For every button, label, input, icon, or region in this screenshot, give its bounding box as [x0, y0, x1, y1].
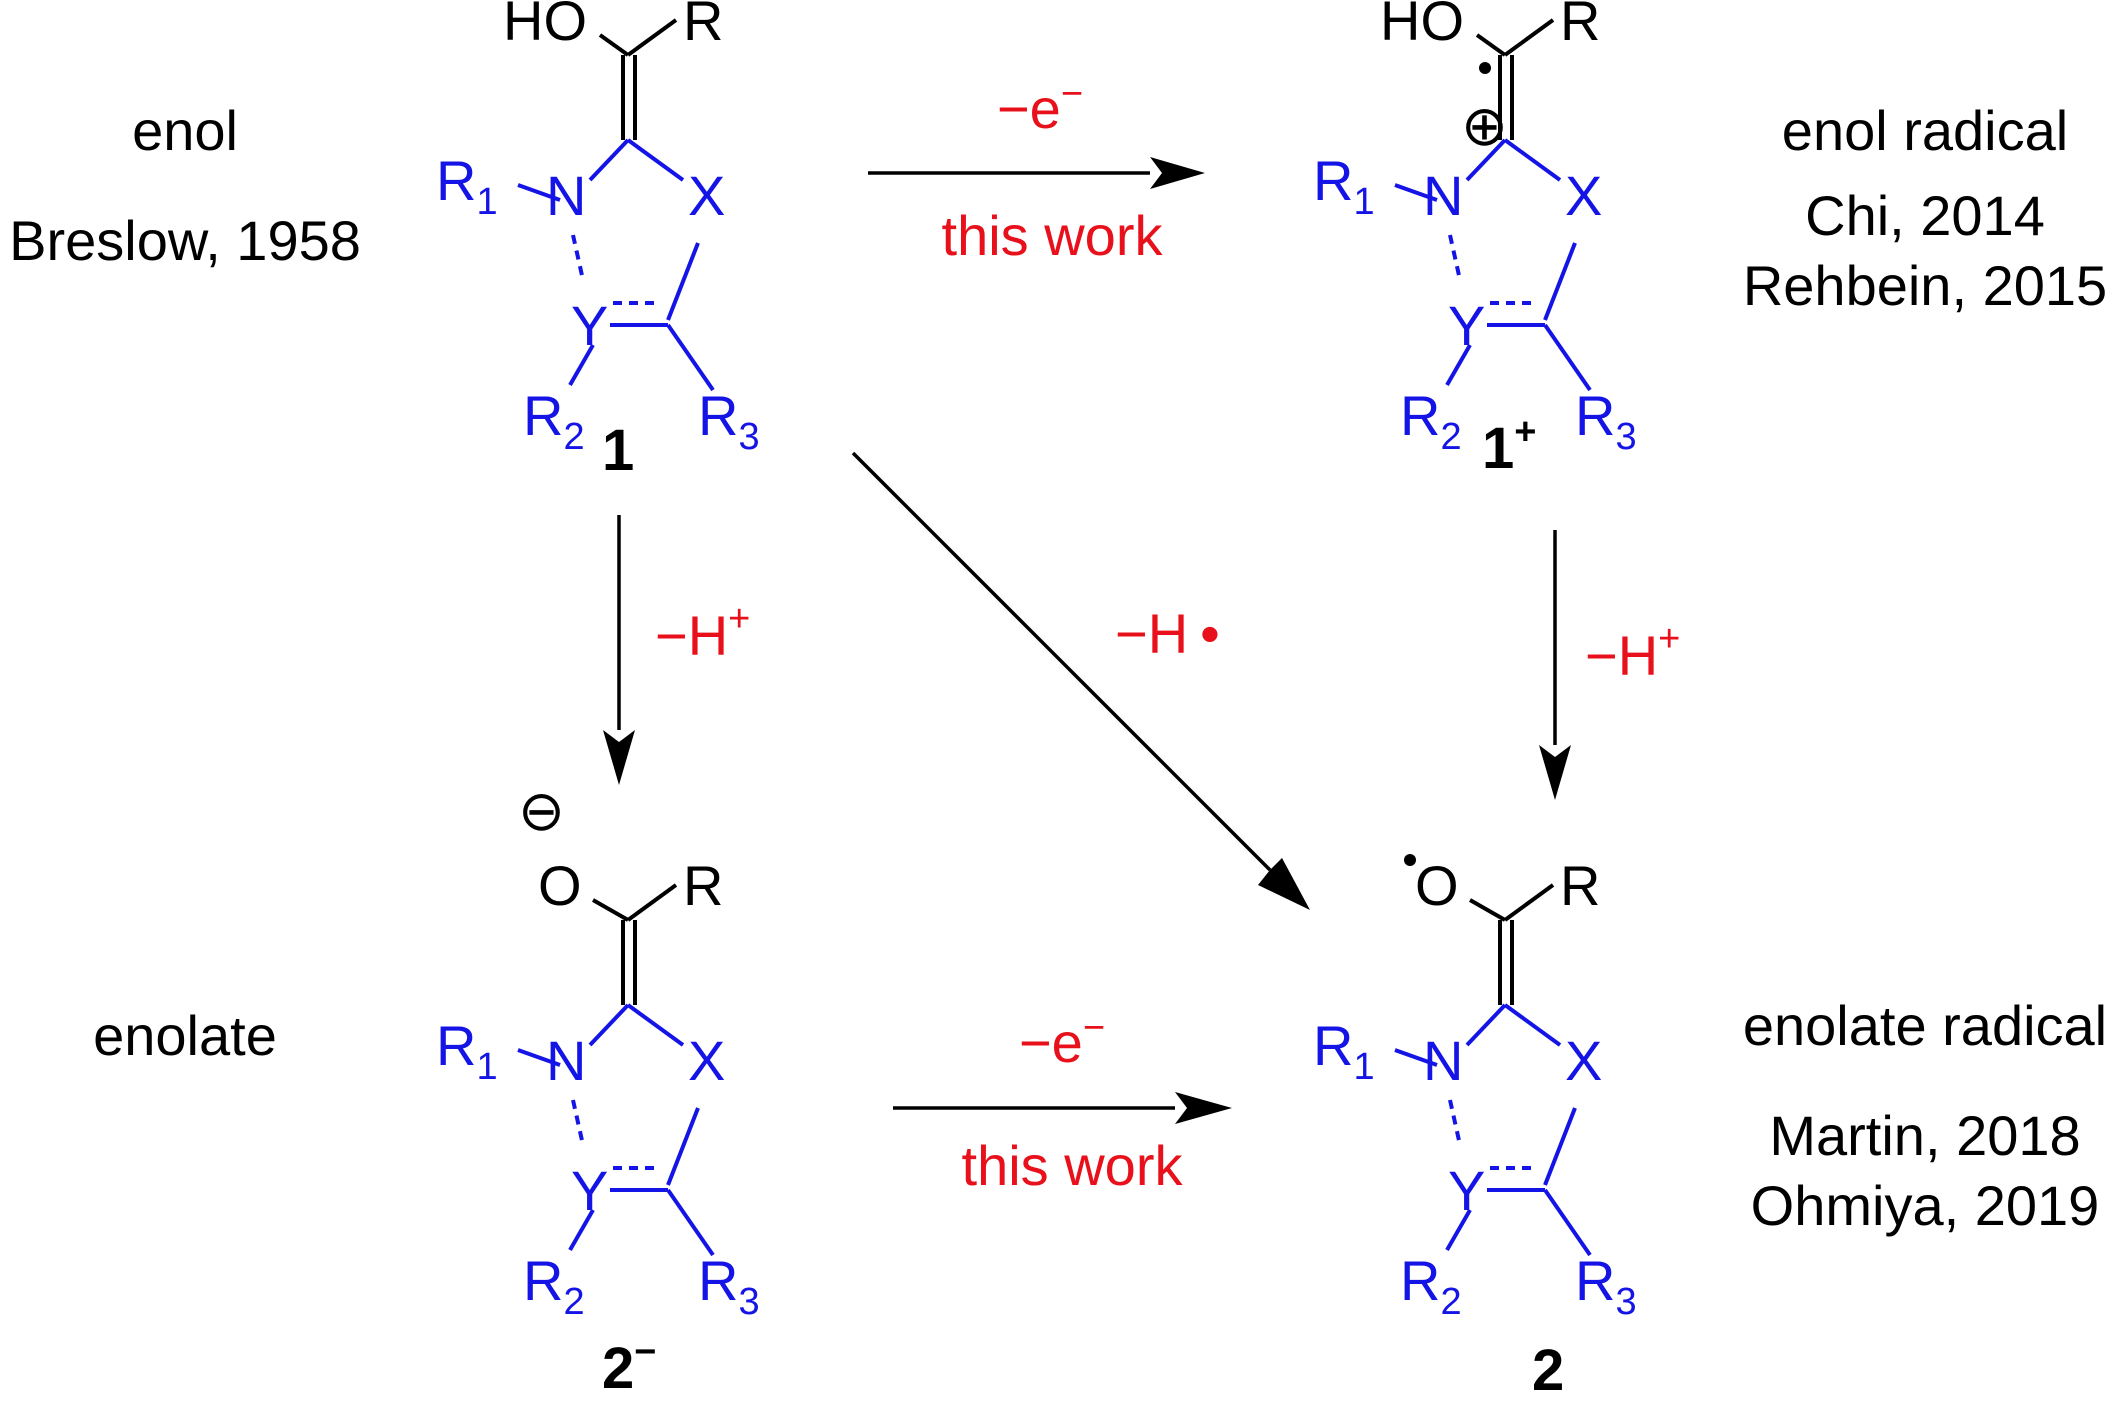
arrow-oxidation-bottom: −e− this work	[893, 1007, 1232, 1197]
x-atom: X	[1565, 164, 1602, 227]
r3-substituent: R3	[698, 1249, 760, 1323]
molecule-enol-radical: HO R ⊕ R1 N X Y R2 R3	[1313, 0, 1637, 458]
ref-rehbein: Rehbein, 2015	[1743, 254, 2107, 317]
arrow-hat-diagonal: −H•	[851, 451, 1310, 910]
radical-dot	[1479, 62, 1491, 74]
r2-substituent: R2	[523, 1249, 585, 1323]
r2-substituent: R2	[1400, 1249, 1462, 1323]
molecule-enol: HO R R1 N X Y R2 R3	[436, 0, 760, 458]
x-atom: X	[688, 164, 725, 227]
r3-substituent: R3	[698, 384, 760, 458]
r-group: R	[683, 0, 723, 52]
r1-substituent: R1	[1313, 1014, 1375, 1088]
hydroxyl-group: HO	[503, 0, 587, 52]
r3-substituent: R3	[1575, 384, 1637, 458]
molecule-enolate-radical: O R R1 N X Y R2 R3	[1313, 854, 1637, 1323]
arrow-deprotonation-right: −H+	[1539, 530, 1680, 800]
r2-substituent: R2	[1400, 384, 1462, 458]
ref-breslow: Breslow, 1958	[9, 209, 361, 272]
nitrogen-atom: N	[546, 164, 586, 227]
r-group: R	[1560, 854, 1600, 917]
compound-number-1: 1	[602, 418, 634, 483]
label-enolate-radical: enolate radical	[1743, 994, 2107, 1057]
r2-substituent: R2	[523, 384, 585, 458]
r1-substituent: R1	[1313, 149, 1375, 223]
label-enol-radical: enol radical	[1782, 99, 2068, 162]
note-top: this work	[942, 204, 1164, 267]
r-group: R	[1560, 0, 1600, 52]
r1-substituent: R1	[436, 1014, 498, 1088]
label-enolate: enolate	[93, 1004, 277, 1067]
arrow-oxidation-top: −e− this work	[868, 73, 1205, 267]
molecule-enolate: ⊖ O R R1 N X Y R2 R3	[436, 779, 760, 1323]
reagent-top: −e−	[997, 73, 1083, 140]
nitrogen-atom: N	[1423, 1029, 1463, 1092]
x-atom: X	[1565, 1029, 1602, 1092]
nitrogen-atom: N	[1423, 164, 1463, 227]
compound-number-1-plus: 1+	[1482, 411, 1536, 481]
hydroxyl-group: HO	[1380, 0, 1464, 52]
y-atom: Y	[1448, 1159, 1485, 1222]
note-bottom: this work	[962, 1134, 1184, 1197]
label-enol: enol	[132, 99, 238, 162]
oxygen-atom: O	[538, 854, 582, 917]
r3-substituent: R3	[1575, 1249, 1637, 1323]
reagent-left: −H+	[655, 598, 750, 667]
positive-charge-icon: ⊕	[1461, 94, 1508, 157]
y-atom: Y	[571, 294, 608, 357]
radical-dot	[1404, 854, 1416, 866]
nitrogen-atom: N	[546, 1029, 586, 1092]
r-group: R	[683, 854, 723, 917]
compound-number-2: 2	[1532, 1338, 1564, 1403]
x-atom: X	[688, 1029, 725, 1092]
oxygen-atom: O	[1415, 854, 1459, 917]
arrow-deprotonation-left: −H+	[603, 515, 750, 785]
y-atom: Y	[571, 1159, 608, 1222]
reagent-diagonal: −H•	[1115, 602, 1220, 665]
reagent-right: −H+	[1585, 618, 1680, 687]
r1-substituent: R1	[436, 149, 498, 223]
compound-number-2-minus: 2−	[602, 1331, 656, 1401]
negative-charge-icon: ⊖	[518, 779, 565, 842]
reagent-bottom: −e−	[1019, 1007, 1105, 1074]
ref-chi: Chi, 2014	[1805, 184, 2045, 247]
ref-martin: Martin, 2018	[1769, 1104, 2080, 1167]
y-atom: Y	[1448, 294, 1485, 357]
ref-ohmiya: Ohmiya, 2019	[1751, 1174, 2100, 1237]
